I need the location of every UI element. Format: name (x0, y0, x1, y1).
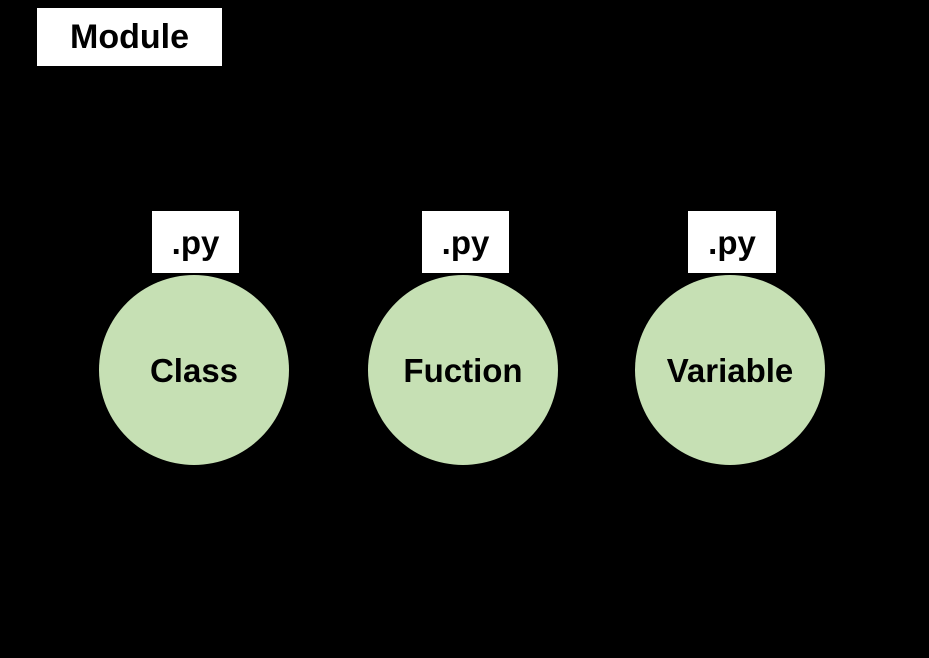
module-title-label: Module (70, 18, 189, 56)
module-title-chip: Module (37, 8, 222, 66)
py-file-tag-class: .py (152, 211, 239, 273)
circle-variable: Variable (635, 275, 825, 465)
circle-class-label: Class (149, 351, 239, 389)
circle-function-label: Fuction (403, 351, 523, 389)
circle-function: Fuction (368, 275, 558, 465)
py-file-tag-function: .py (422, 211, 509, 273)
circle-variable-label: Variable (666, 351, 794, 389)
circle-class: Class (99, 275, 289, 465)
py-file-tag-label: .py (171, 223, 220, 261)
py-file-tag-label: .py (708, 223, 756, 261)
py-file-tag-variable: .py (688, 211, 776, 273)
py-file-tag-label: .py (441, 223, 490, 261)
